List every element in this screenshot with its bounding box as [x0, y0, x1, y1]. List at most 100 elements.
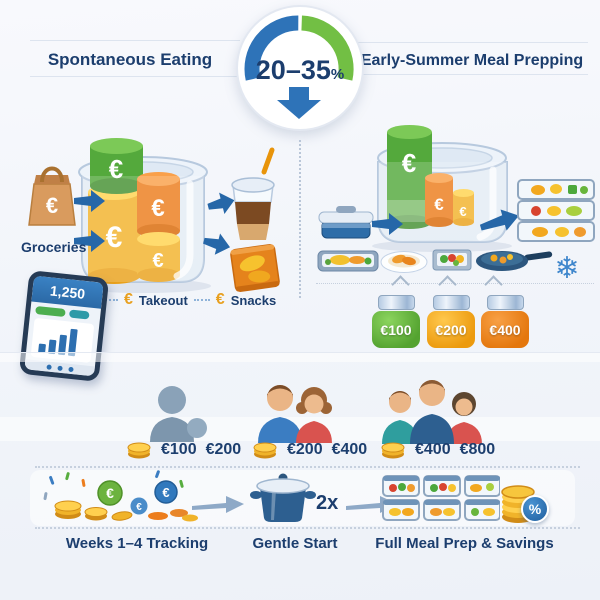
veggie-box-icon — [432, 249, 472, 271]
divider-line — [30, 76, 240, 77]
multiplier-label: 2x — [316, 492, 339, 514]
coins-icon — [127, 442, 151, 459]
euro-coin-icon: € — [124, 291, 133, 308]
right-panel-title: Early-Summer Meal Prepping — [360, 52, 584, 69]
family-savings-row: €400 €800 — [380, 441, 495, 459]
coin-stack-yellow-small: € — [137, 232, 180, 282]
euro-coin-icon: € — [215, 291, 225, 308]
meal-prepping-illustration: € € € — [317, 125, 595, 285]
meal-containers-icon — [382, 475, 500, 521]
snacks-legend-label: Snacks — [230, 292, 277, 308]
savings-jar-200: €200 — [427, 295, 475, 348]
euro-symbol: € — [162, 485, 169, 500]
jar-lid — [486, 295, 524, 310]
coin-stack-orange: € — [137, 172, 180, 238]
coins-icon — [253, 442, 277, 459]
percent-sign: % — [528, 501, 542, 517]
savings-low: €100 — [161, 441, 197, 458]
phone-teal-button — [68, 309, 90, 320]
savings-cylinder-orange: € — [425, 173, 453, 227]
snacks-bag-icon — [230, 244, 280, 292]
arrow-lunchbox-to-jar-icon — [372, 213, 403, 235]
flow-arrow-icon — [192, 496, 244, 513]
couple-savings-row: €200 €400 — [252, 441, 367, 459]
panel-divider — [299, 140, 301, 298]
euro-symbol: € — [434, 195, 444, 214]
spontaneous-eating-illustration: € € € € € — [28, 138, 280, 293]
divider-line — [30, 40, 240, 41]
couple-icon — [258, 385, 332, 443]
savings-high: €800 — [459, 441, 496, 458]
section-divider — [0, 352, 600, 362]
arrow-jar-to-takeout-icon — [207, 192, 235, 215]
euro-symbol: € — [106, 221, 123, 254]
divider-line — [356, 42, 588, 43]
spending-legend: € Takeout € Snacks — [102, 291, 276, 309]
tracking-coins-icon: € € € — [43, 470, 198, 522]
frying-pan-icon — [476, 251, 553, 271]
arrow-bag-to-jar-icon — [74, 190, 105, 212]
timeline-divider-bottom — [35, 527, 580, 529]
euro-symbol: € — [136, 502, 142, 513]
legend-dash — [193, 299, 210, 301]
coin-stack-green: € — [90, 138, 143, 194]
meal-tray-icon — [317, 250, 379, 272]
groceries-label: Groceries — [21, 239, 87, 255]
gauge-percent-sign: % — [330, 66, 345, 83]
phone-green-button — [35, 305, 66, 318]
gauge-arc-icon — [244, 15, 354, 119]
coins-icon — [381, 442, 405, 459]
budget-phone-icon: 1,250 — [18, 270, 110, 382]
savings-high: €400 — [331, 441, 368, 458]
single-savings-row: €100 €200 — [126, 441, 241, 459]
family-icon — [382, 380, 482, 444]
down-arrow-icon — [277, 87, 321, 119]
timeline-divider-top — [35, 466, 580, 468]
savings-jar-label: €200 — [435, 321, 467, 338]
savings-jar-label: €100 — [380, 321, 412, 338]
savings-high: €200 — [205, 441, 242, 458]
connector-dotted-line — [316, 283, 594, 284]
snowflake-icon: ❄ — [554, 252, 579, 285]
gauge-arc-green — [301, 15, 354, 81]
left-panel-title: Spontaneous Eating — [47, 50, 213, 69]
euro-symbol: € — [46, 193, 58, 218]
euro-symbol: € — [106, 485, 114, 501]
step-label-full-meal-prep: Full Meal Prep & Savings — [375, 535, 554, 552]
takeout-cup-icon — [231, 147, 275, 240]
euro-symbol: € — [151, 195, 164, 222]
savings-low: €200 — [287, 441, 323, 458]
savings-jar-label: €400 — [489, 321, 521, 338]
jar-lid — [432, 295, 470, 310]
single-person-icon — [150, 386, 207, 442]
lunchbox-icon — [318, 206, 374, 239]
savings-low: €400 — [415, 441, 451, 458]
divider-line — [356, 74, 588, 75]
euro-symbol: € — [402, 148, 416, 178]
euro-symbol: € — [109, 154, 123, 184]
plate-icon — [380, 251, 428, 273]
savings-cylinder-green: € — [387, 125, 432, 229]
jar-glass-highlight — [173, 180, 194, 280]
arrow-jar-to-containers-icon — [479, 209, 519, 231]
cooking-pot-icon — [250, 473, 316, 522]
gauge-range: 20–35 — [255, 55, 331, 85]
percent-badge: % — [521, 495, 549, 523]
prep-containers-stack-icon — [517, 179, 595, 242]
savings-cylinder-yellow: € — [453, 189, 474, 226]
savings-jar-400: €400 — [481, 295, 529, 348]
legend-dash — [102, 299, 118, 301]
arrow-jar-to-snacks-icon — [203, 233, 231, 255]
step-label-gentle-start: Gentle Start — [252, 535, 338, 552]
step-label-tracking: Weeks 1–4 Tracking — [65, 535, 209, 552]
grocery-bag-icon: € — [28, 166, 76, 226]
euro-symbol: € — [459, 204, 466, 219]
jar-lid — [377, 295, 415, 310]
takeout-legend-label: Takeout — [138, 292, 188, 308]
arrow-to-jar-icon — [74, 230, 105, 252]
gauge-value: 20–35% — [238, 55, 362, 86]
savings-gauge-badge: 20–35% — [236, 5, 364, 131]
gauge-arc-blue — [244, 15, 299, 81]
savings-jar-100: €100 — [372, 295, 420, 348]
